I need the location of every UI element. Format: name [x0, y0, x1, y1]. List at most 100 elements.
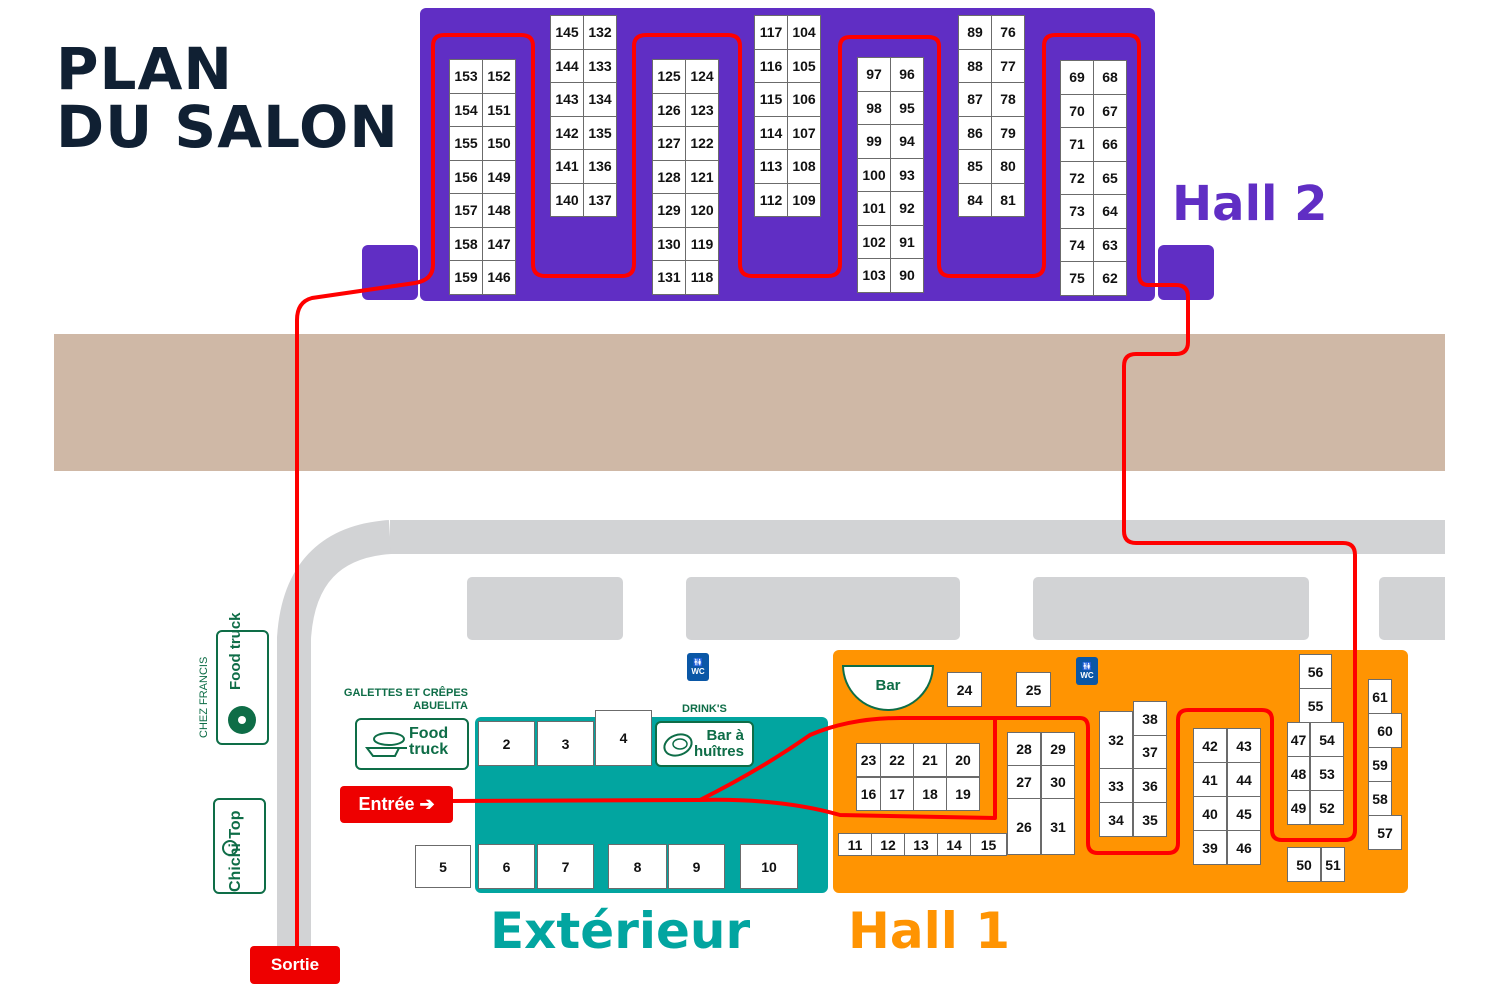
booth-51[interactable]: 51: [1321, 847, 1345, 882]
booth-60[interactable]: 60: [1368, 713, 1402, 748]
booth-114[interactable]: 114: [754, 115, 788, 150]
booth-105[interactable]: 105: [787, 48, 821, 83]
booth-44[interactable]: 44: [1227, 762, 1261, 797]
booth-31[interactable]: 31: [1041, 798, 1075, 855]
booth-88[interactable]: 88: [958, 48, 992, 83]
booth-35[interactable]: 35: [1133, 802, 1167, 837]
booth-113[interactable]: 113: [754, 149, 788, 184]
booth-85[interactable]: 85: [958, 149, 992, 184]
booth-52[interactable]: 52: [1310, 790, 1344, 825]
booth-107[interactable]: 107: [787, 115, 821, 150]
booth-53[interactable]: 53: [1310, 756, 1344, 791]
booth-16[interactable]: 16: [856, 777, 881, 811]
booth-132[interactable]: 132: [583, 15, 617, 50]
booth-64[interactable]: 64: [1093, 194, 1127, 229]
booth-96[interactable]: 96: [890, 57, 924, 92]
booth-92[interactable]: 92: [890, 191, 924, 226]
booth-74[interactable]: 74: [1060, 227, 1094, 262]
abuelita-food-truck[interactable]: Food truck: [355, 718, 469, 770]
booth-10[interactable]: 10: [740, 844, 798, 889]
booth-47[interactable]: 47: [1287, 722, 1310, 757]
booth-38[interactable]: 38: [1133, 701, 1167, 736]
booth-127[interactable]: 127: [652, 126, 686, 161]
booth-137[interactable]: 137: [583, 182, 617, 217]
booth-65[interactable]: 65: [1093, 160, 1127, 195]
booth-73[interactable]: 73: [1060, 194, 1094, 229]
booth-149[interactable]: 149: [482, 159, 516, 194]
booth-18[interactable]: 18: [913, 777, 947, 811]
booth-136[interactable]: 136: [583, 149, 617, 184]
booth-70[interactable]: 70: [1060, 93, 1094, 128]
booth-94[interactable]: 94: [890, 124, 924, 159]
booth-22[interactable]: 22: [880, 743, 914, 777]
booth-45[interactable]: 45: [1227, 796, 1261, 831]
booth-133[interactable]: 133: [583, 48, 617, 83]
booth-120[interactable]: 120: [685, 193, 719, 228]
oyster-bar[interactable]: Bar à huîtres: [655, 721, 754, 767]
booth-17[interactable]: 17: [880, 777, 914, 811]
booth-129[interactable]: 129: [652, 193, 686, 228]
booth-140[interactable]: 140: [550, 182, 584, 217]
booth-40[interactable]: 40: [1193, 796, 1227, 831]
booth-12[interactable]: 12: [871, 833, 905, 856]
booth-121[interactable]: 121: [685, 159, 719, 194]
booth-84[interactable]: 84: [958, 182, 992, 217]
booth-14[interactable]: 14: [937, 833, 971, 856]
booth-126[interactable]: 126: [652, 92, 686, 127]
booth-57[interactable]: 57: [1368, 815, 1402, 850]
booth-76[interactable]: 76: [991, 15, 1025, 50]
booth-72[interactable]: 72: [1060, 160, 1094, 195]
booth-141[interactable]: 141: [550, 149, 584, 184]
booth-36[interactable]: 36: [1133, 768, 1167, 803]
booth-20[interactable]: 20: [946, 743, 980, 777]
booth-81[interactable]: 81: [991, 182, 1025, 217]
booth-77[interactable]: 77: [991, 48, 1025, 83]
booth-2[interactable]: 2: [478, 721, 535, 766]
booth-43[interactable]: 43: [1227, 728, 1261, 763]
booth-63[interactable]: 63: [1093, 227, 1127, 262]
booth-48[interactable]: 48: [1287, 756, 1310, 791]
booth-104[interactable]: 104: [787, 15, 821, 50]
booth-93[interactable]: 93: [890, 157, 924, 192]
booth-62[interactable]: 62: [1093, 261, 1127, 296]
booth-131[interactable]: 131: [652, 260, 686, 295]
booth-25[interactable]: 25: [1016, 672, 1051, 707]
booth-124[interactable]: 124: [685, 59, 719, 94]
booth-90[interactable]: 90: [890, 258, 924, 293]
booth-61[interactable]: 61: [1368, 679, 1392, 714]
exit-marker[interactable]: Sortie: [250, 946, 340, 984]
booth-58[interactable]: 58: [1368, 781, 1392, 816]
booth-101[interactable]: 101: [857, 191, 891, 226]
booth-91[interactable]: 91: [890, 224, 924, 259]
booth-41[interactable]: 41: [1193, 762, 1227, 797]
booth-118[interactable]: 118: [685, 260, 719, 295]
booth-116[interactable]: 116: [754, 48, 788, 83]
booth-13[interactable]: 13: [904, 833, 938, 856]
booth-122[interactable]: 122: [685, 126, 719, 161]
booth-143[interactable]: 143: [550, 82, 584, 117]
booth-148[interactable]: 148: [482, 193, 516, 228]
booth-66[interactable]: 66: [1093, 127, 1127, 162]
booth-37[interactable]: 37: [1133, 735, 1167, 769]
booth-34[interactable]: 34: [1099, 802, 1133, 837]
booth-155[interactable]: 155: [449, 126, 483, 161]
booth-117[interactable]: 117: [754, 15, 788, 50]
booth-56[interactable]: 56: [1299, 654, 1332, 689]
booth-153[interactable]: 153: [449, 59, 483, 94]
booth-112[interactable]: 112: [754, 182, 788, 217]
booth-123[interactable]: 123: [685, 92, 719, 127]
booth-151[interactable]: 151: [482, 92, 516, 127]
booth-54[interactable]: 54: [1310, 722, 1344, 757]
booth-19[interactable]: 19: [946, 777, 980, 811]
booth-146[interactable]: 146: [482, 260, 516, 295]
booth-46[interactable]: 46: [1227, 830, 1261, 865]
booth-78[interactable]: 78: [991, 82, 1025, 117]
entrance-marker[interactable]: Entrée ➔: [340, 786, 453, 823]
booth-108[interactable]: 108: [787, 149, 821, 184]
booth-134[interactable]: 134: [583, 82, 617, 117]
booth-49[interactable]: 49: [1287, 790, 1310, 825]
booth-159[interactable]: 159: [449, 260, 483, 295]
booth-80[interactable]: 80: [991, 149, 1025, 184]
booth-145[interactable]: 145: [550, 15, 584, 50]
booth-100[interactable]: 100: [857, 157, 891, 192]
